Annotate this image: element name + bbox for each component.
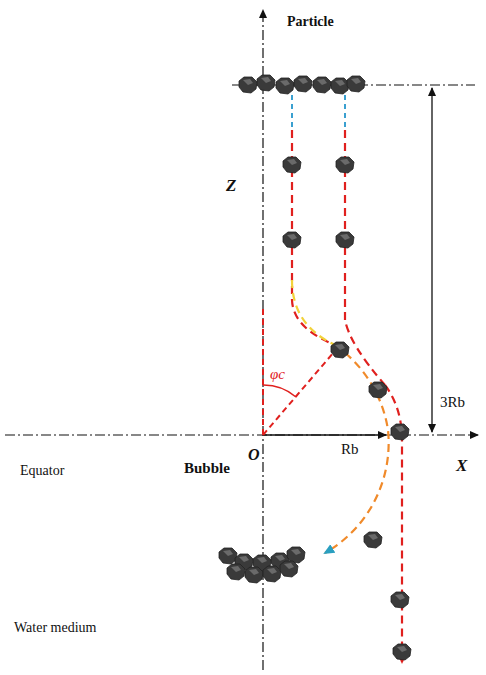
angle-label: φc [270,366,285,383]
equator-label: Equator [20,463,64,478]
bubble-shape [136,308,390,562]
origin-label: O [248,446,260,464]
radius-label: Rb [341,441,359,458]
axis-label: Z [226,177,236,196]
axis-label: X [456,457,467,476]
dimension-label: 3Rb [440,394,465,411]
bubble-label: Bubble [184,460,230,477]
bubble-node: Bubble [136,308,390,562]
particle-label: Particle [287,14,334,29]
medium-label: Water medium [14,620,96,635]
